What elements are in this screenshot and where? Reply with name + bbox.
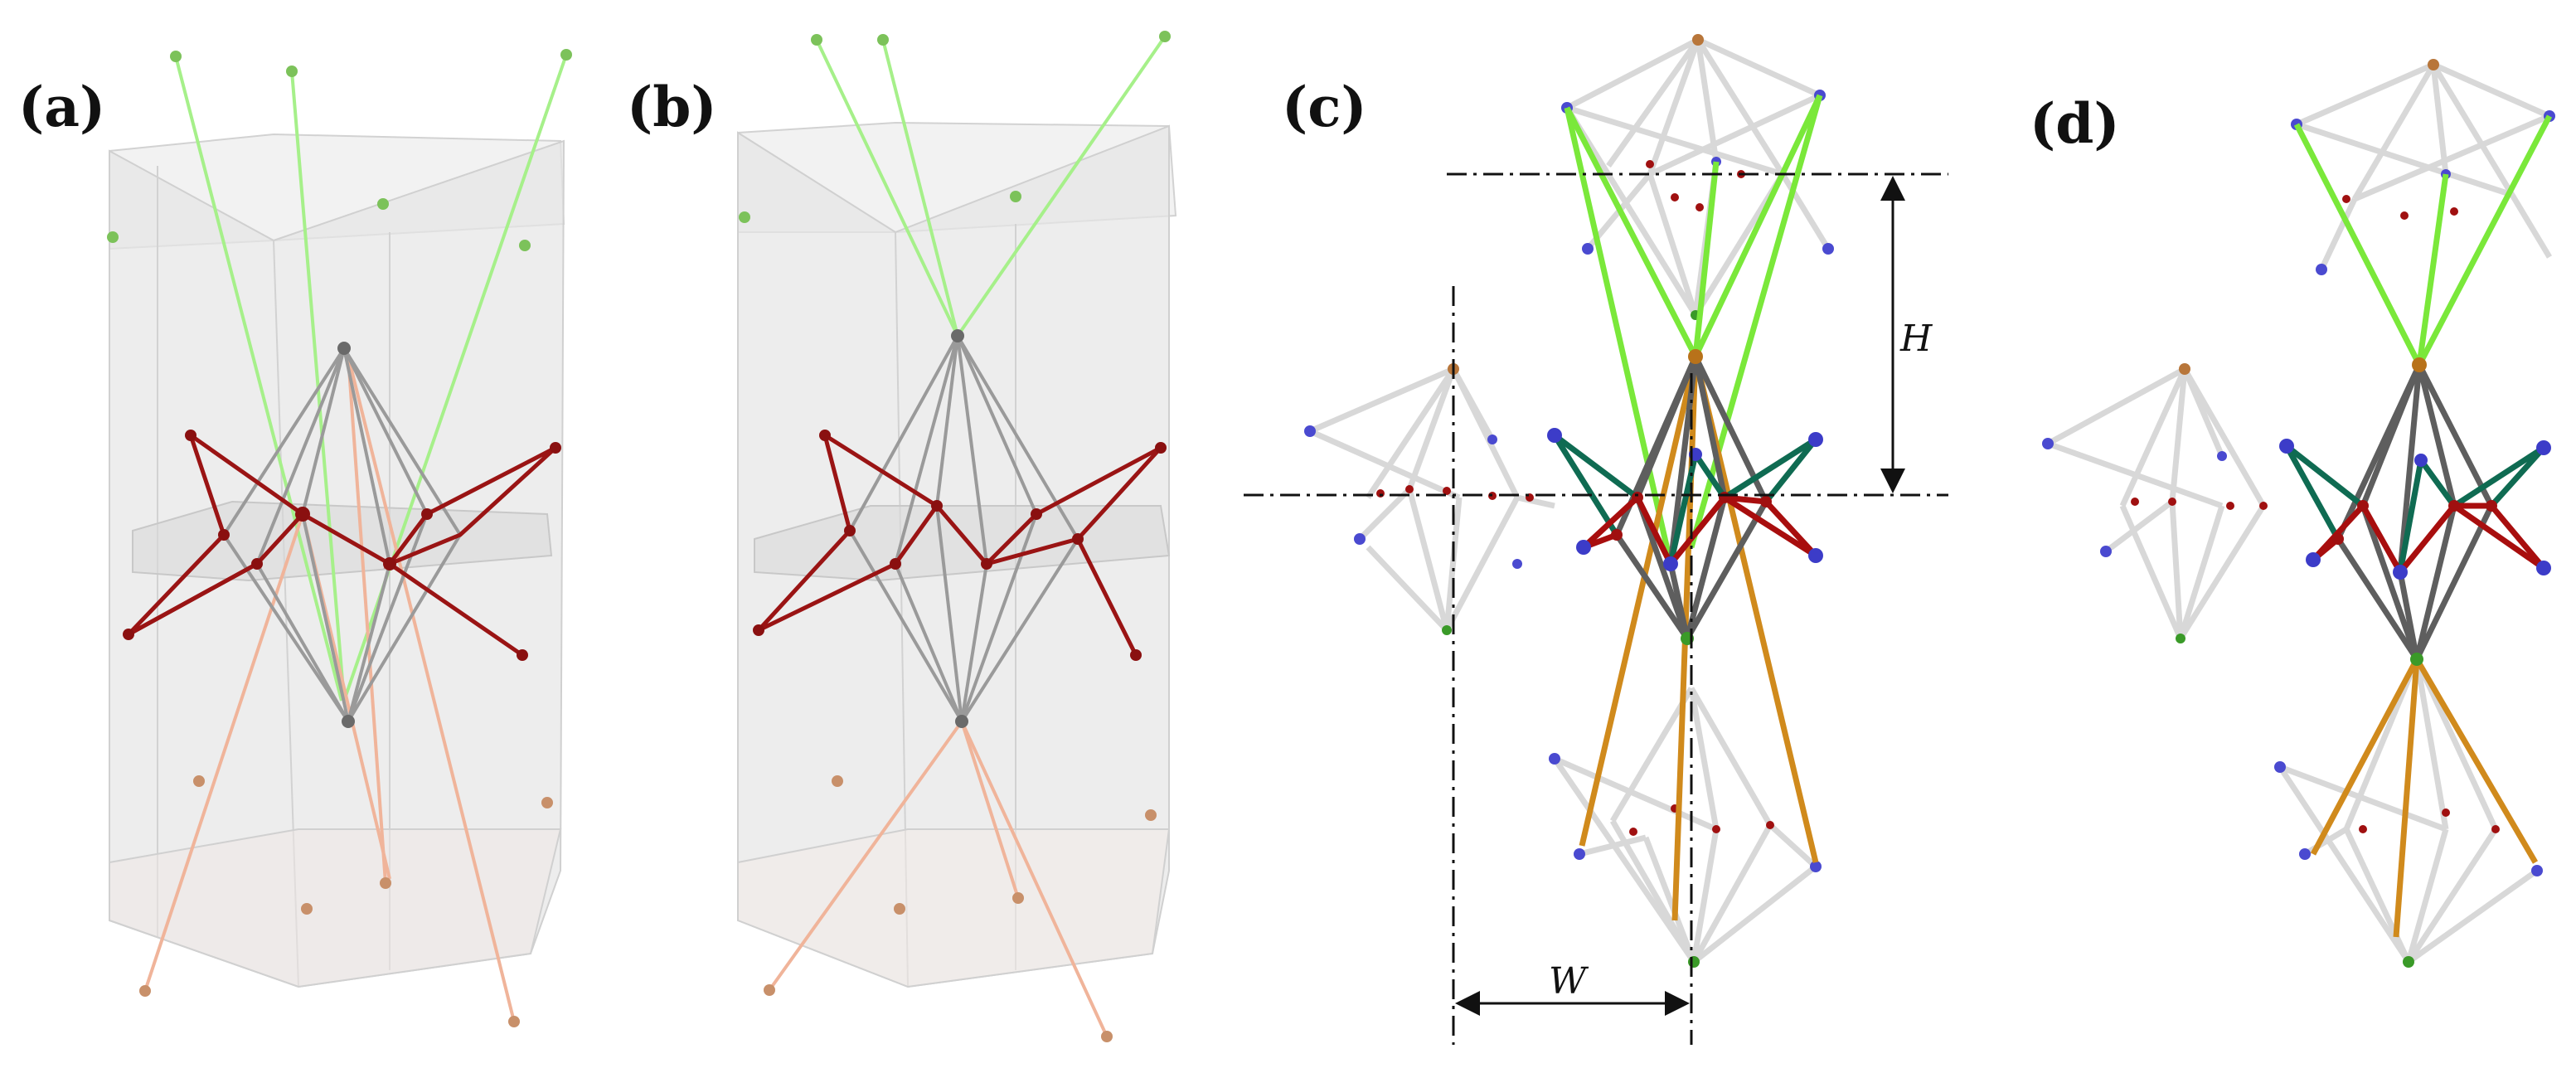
nodes-b [739,31,1171,1042]
width-label: W [1549,960,1589,1003]
ghost-unit-bottom-d [2274,658,2543,968]
nodes-a [107,49,572,1027]
height-label: H [1899,318,1933,360]
panel-a-label: (a) [18,75,105,139]
green-tethers-b [815,35,1167,337]
gray-core-a [222,347,462,723]
central-unit-d [2279,114,2553,938]
dimension-guides-c: H W [1244,172,1948,1045]
ghost-unit-left-c [1304,363,1555,635]
panel-d: (d) [2030,59,2555,968]
panel-d-label: (d) [2030,91,2120,156]
panel-c: (c) [1244,34,1948,1045]
ghost-unit-bottom-c [1549,687,1822,968]
ghost-unit-top-d [2291,59,2555,275]
hexagonal-prism-b [737,121,1177,988]
hexagonal-prism-a [109,133,565,988]
ghost-unit-left-d [2042,363,2268,643]
panel-a: (a) [18,49,572,1027]
ghost-unit-top-c [1561,34,1834,320]
panel-b-label: (b) [627,75,717,139]
orange-tethers-b [768,720,1109,1037]
central-unit-c [1547,94,1823,921]
panel-c-label: (c) [1282,75,1367,139]
red-linkage-a [127,433,557,658]
panel-b: (b) [627,31,1177,1042]
gray-core-b [848,334,1079,723]
